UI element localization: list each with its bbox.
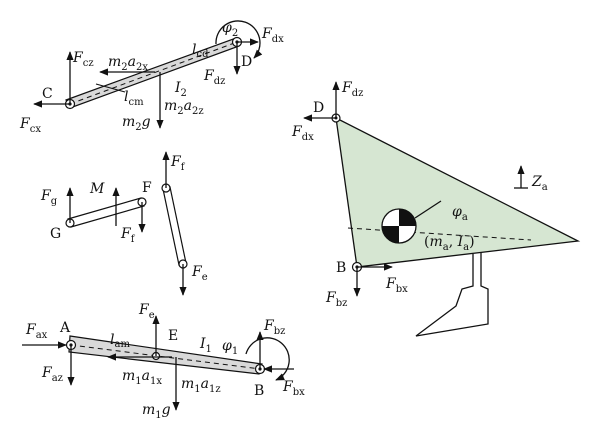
- label-point-b-plate: B: [336, 260, 346, 276]
- plate-centerline: [347, 227, 532, 241]
- label-lcm: lcm: [124, 89, 144, 108]
- label-point-c: C: [42, 86, 53, 102]
- label-m1a1x: m1a1x: [122, 368, 162, 387]
- label-i1: I1: [199, 336, 212, 355]
- label-fdz-link: Fdz: [203, 68, 225, 87]
- label-fax: Fax: [25, 322, 48, 341]
- label-point-f: F: [142, 180, 152, 196]
- link-gf-body: [67, 197, 145, 228]
- label-point-d-link: D: [241, 54, 252, 70]
- phia-reference-line: [414, 200, 442, 219]
- label-phia: φa: [452, 204, 468, 223]
- label-fe-link1: Fe: [138, 302, 155, 321]
- label-point-g: G: [50, 226, 61, 242]
- label-fbz-plate: Fbz: [325, 290, 347, 309]
- label-fbz-link1: Fbz: [263, 318, 285, 337]
- label-m2a2z: m2a2z: [164, 98, 204, 117]
- label-m2g: m2g: [122, 114, 151, 133]
- label-fe-link: Fe: [191, 264, 208, 283]
- link-1-centerline: [70, 344, 261, 370]
- label-lam: lam: [110, 332, 130, 350]
- lcm-leader: [95, 83, 126, 93]
- label-point-b-link1: B: [254, 383, 264, 399]
- plate-group: D B Fdz Fdx Fbz Fbx Za φa (ma, Ia): [291, 80, 581, 337]
- label-phi1: φ1: [222, 338, 238, 357]
- label-point-a: A: [59, 320, 71, 336]
- label-fbx-plate: Fbx: [385, 276, 408, 295]
- label-ff-left: Ff: [120, 226, 136, 245]
- label-fdx-link: Fdx: [261, 26, 284, 45]
- arrow-phi1: [245, 337, 290, 381]
- label-m1a1z: m1a1z: [181, 376, 221, 395]
- label-fg: Fg: [40, 188, 58, 207]
- label-fcx: Fcx: [19, 116, 41, 135]
- arrow-phi2: [215, 20, 263, 59]
- label-lcd: lcd: [192, 42, 209, 60]
- label-m2a2x: m2a2x: [108, 54, 148, 73]
- link-2-centerline: [69, 41, 238, 105]
- label-ff-right: Ff: [170, 154, 186, 173]
- center-of-mass-icon: [381, 208, 417, 244]
- label-faz: Faz: [41, 365, 63, 384]
- plate-ground-tool: [415, 252, 489, 337]
- label-point-e: E: [168, 328, 178, 344]
- label-fdz-plate: Fdz: [341, 80, 363, 99]
- label-point-d-plate: D: [313, 100, 324, 116]
- links-fg-group: G F M Fg Ff Ff Fe: [40, 151, 208, 296]
- label-phi2: φ2: [222, 20, 238, 39]
- label-fcz: Fcz: [72, 50, 94, 69]
- link-1-group: A E B Fax Faz Fe Fbz Fbx φ1 lam I1 m1a1x…: [22, 302, 305, 421]
- label-za: Za: [531, 174, 548, 193]
- label-fdx-plate: Fdx: [291, 124, 314, 143]
- label-fbx-link1: Fbx: [282, 379, 305, 398]
- label-i2: I2: [174, 80, 187, 99]
- label-mass-inertia: (ma, Ia): [424, 234, 475, 253]
- label-moment-m: M: [89, 181, 105, 197]
- link-fe-body: [162, 186, 187, 266]
- label-m1g: m1g: [142, 402, 171, 421]
- link-2-group: C D Fcz Fcx Fdx Fdz φ2 m2a2x m2a2z m2g l…: [19, 20, 284, 135]
